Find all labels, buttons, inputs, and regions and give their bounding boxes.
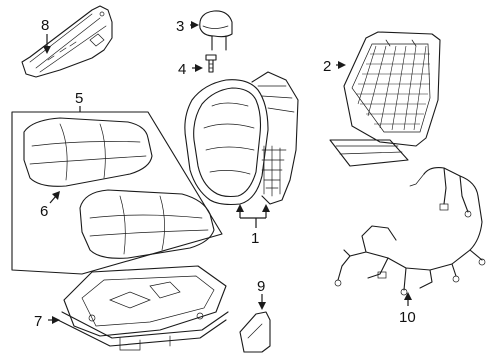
callout-7: 7	[34, 313, 42, 330]
part-7-seat-track	[57, 265, 229, 351]
callout-2: 2	[323, 58, 331, 75]
part-4-headrest-guide	[205, 54, 217, 73]
part-6-cushion-cover	[23, 117, 153, 187]
callout-1: 1	[251, 230, 259, 247]
back-panel-net	[356, 45, 430, 131]
callout-9: 9	[257, 278, 265, 295]
part-9-side-cover	[239, 311, 271, 353]
part-10-wiring-harness	[334, 167, 486, 296]
callout-3: 3	[176, 18, 184, 35]
callout-8: 8	[41, 17, 49, 34]
callout-10: 10	[399, 309, 416, 326]
callout-4: 4	[178, 61, 186, 78]
part-5-cushion-pad	[79, 189, 215, 259]
part-8-side-shield	[21, 5, 113, 78]
part-5-cushion-box	[11, 111, 223, 275]
part-2-back-panel	[329, 31, 441, 167]
callout-labels: 8 3 4 2 5 6 1 7 9 10	[34, 17, 416, 330]
part-1-seat-back	[184, 71, 299, 206]
callout-6: 6	[40, 203, 48, 220]
leader-lines	[43, 21, 412, 324]
part-3-headrest	[199, 10, 233, 51]
callout-5: 5	[75, 90, 83, 107]
